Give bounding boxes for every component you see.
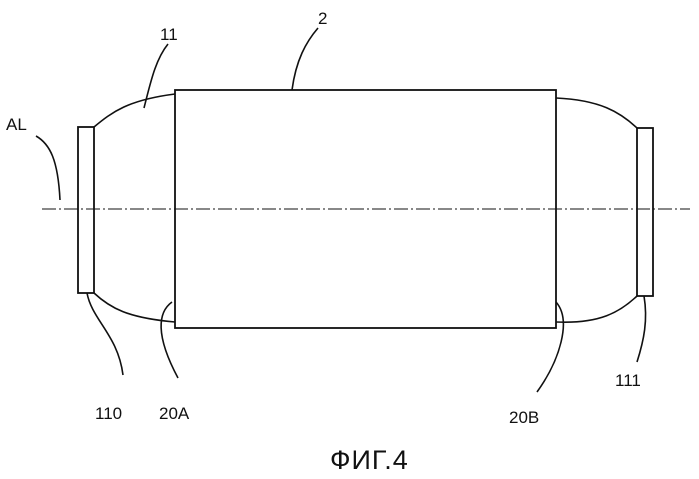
right-shell-outline bbox=[556, 98, 637, 322]
leader-2 bbox=[292, 28, 318, 90]
left-shell-outline bbox=[94, 94, 175, 322]
central-cylinder bbox=[175, 90, 556, 328]
leader-111 bbox=[637, 296, 646, 362]
label-2: 2 bbox=[318, 9, 327, 28]
right-flange bbox=[637, 128, 653, 296]
figure-caption: ФИГ.4 bbox=[330, 445, 409, 475]
leader-110 bbox=[87, 293, 123, 375]
label-20A: 20A bbox=[159, 404, 190, 423]
label-20B: 20B bbox=[509, 408, 539, 427]
label-axis: AL bbox=[6, 115, 27, 134]
label-11: 11 bbox=[160, 25, 178, 44]
label-110: 110 bbox=[95, 404, 122, 423]
leader-AL bbox=[36, 136, 60, 200]
left-flange bbox=[78, 127, 94, 293]
label-111: 111 bbox=[615, 371, 641, 390]
